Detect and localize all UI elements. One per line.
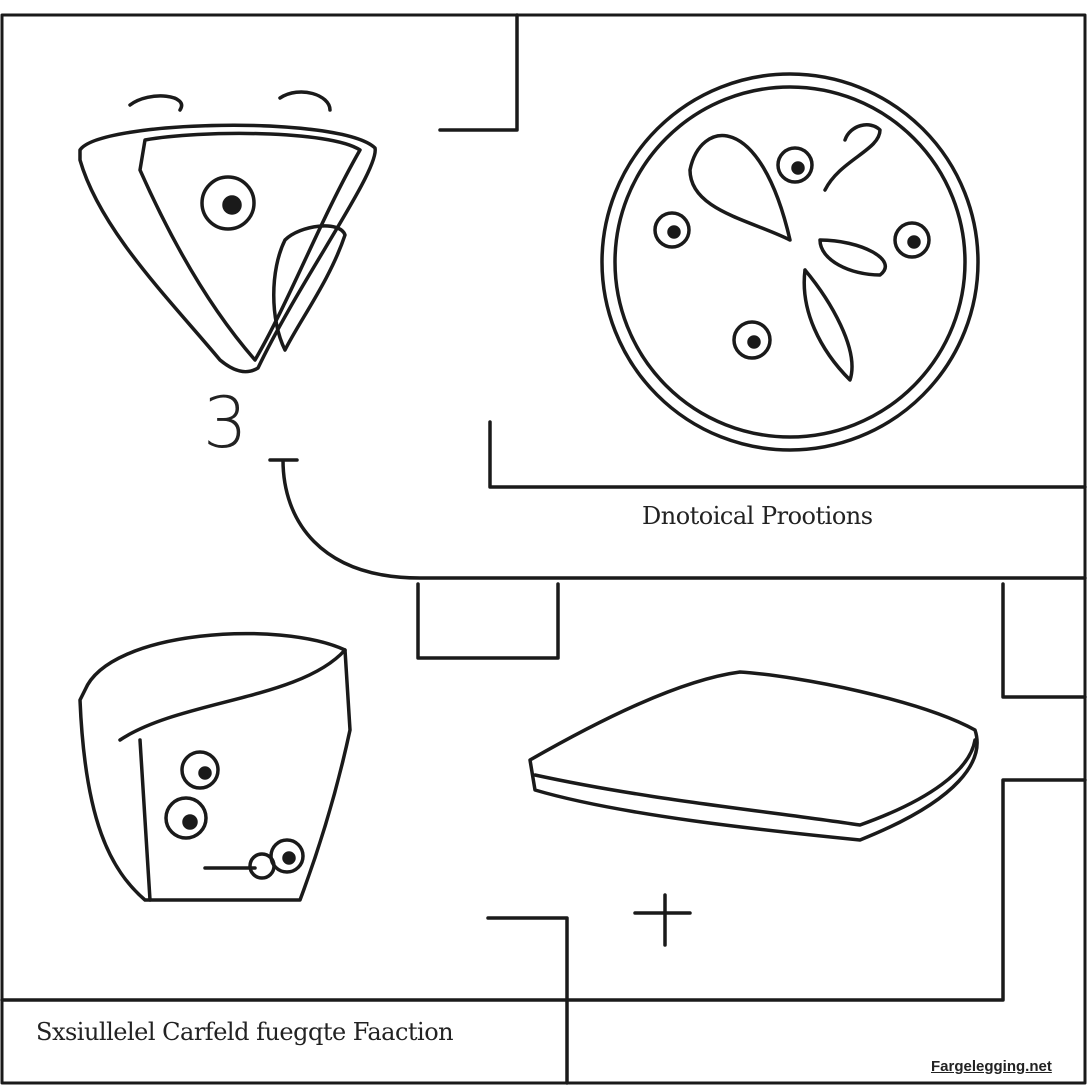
plus-sign	[633, 893, 692, 947]
pizza-slice	[78, 90, 377, 374]
cheese-block	[78, 631, 352, 902]
number-label: 3	[203, 382, 248, 464]
watermark: Fargelegging.net	[931, 1058, 1052, 1075]
frame-lines	[0, 13, 1087, 1085]
bottom-left-caption: Sxsiullelel Carfeld fuegqte Faaction	[36, 1018, 454, 1046]
flat-bread	[528, 670, 979, 842]
top-right-caption: Dnotoical Prootions	[642, 502, 873, 530]
round-pizza	[600, 72, 980, 452]
